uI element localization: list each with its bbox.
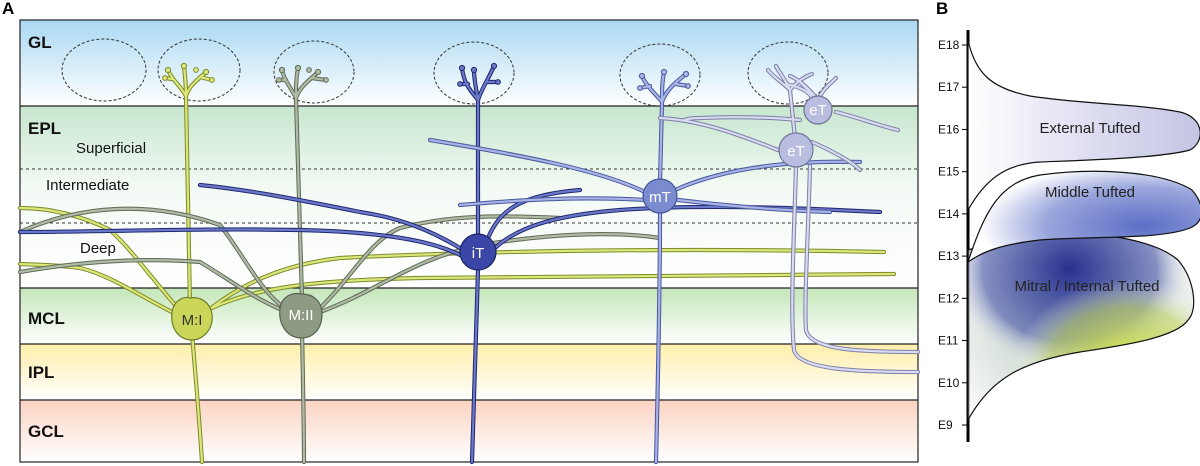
group-label-external: External Tufted [1040,120,1141,137]
gl-band [20,20,918,106]
layer-label-mcl: MCL [28,309,65,328]
sublayer-label-superficial: Superficial [76,140,146,157]
neuron-et: eT eT [657,63,921,375]
m1-soma [171,296,213,341]
panel-b-letter: B [936,0,948,18]
age-label-e9: E9 [938,418,953,432]
group-mitral-internal [967,231,1195,421]
age-label-e17: E17 [938,80,960,94]
glomerulus-2 [157,38,241,102]
group-label-mitral-internal: Mitral / Internal Tufted [1014,278,1159,295]
et-upper-soma [803,95,833,125]
ipl-band [20,344,918,400]
glomeruli [61,38,829,107]
it-soma [459,233,497,271]
it-label: iT [472,245,485,262]
layer-label-ipl: IPL [28,363,54,382]
group-external-tufted [967,39,1200,213]
layer-labels: GL EPL Superficial Intermediate Deep MCL… [28,33,146,441]
age-label-e16: E16 [938,122,960,136]
group-middle-tufted [966,170,1200,264]
age-label-e10: E10 [938,376,960,390]
gcl-band [20,400,918,462]
age-label-e14: E14 [938,207,960,221]
age-label-e15: E15 [938,165,960,179]
m2-label: M:II [289,307,314,324]
age-label-e12: E12 [938,291,960,305]
neuron-it: iT [17,62,883,465]
group-label-middle: Middle Tufted [1045,184,1135,201]
glomerulus-4 [433,41,515,105]
m2-soma [279,292,323,339]
mt-label: mT [649,189,671,206]
et-upper-label: eT [809,102,827,119]
neuron-m2: M:II [17,64,663,465]
glomerulus-6 [747,41,829,105]
sublayer-label-intermediate: Intermediate [46,177,129,194]
layer-label-gl: GL [28,33,52,52]
mt-soma [642,178,678,214]
age-label-e18: E18 [938,38,960,52]
birthdate-distribution: External Tufted Middle Tufted Mitral / I… [966,39,1200,421]
m1-label: M:I [182,312,203,329]
layer-label-epl: EPL [28,119,61,138]
neuron-mt: mT [427,68,863,465]
et-lower-label: eT [787,143,805,160]
panel-a-frame [19,19,919,463]
age-label-e13: E13 [938,249,960,263]
glomerulus-3 [273,40,355,104]
panel-a-letter: A [2,0,14,18]
et-lower-soma [778,132,814,168]
layer-bands [19,19,919,463]
age-label-e11: E11 [938,334,959,348]
mcl-band [20,288,918,344]
layer-label-gcl: GCL [28,422,64,441]
glomerulus-1 [61,38,147,102]
sublayer-label-deep: Deep [80,240,116,257]
